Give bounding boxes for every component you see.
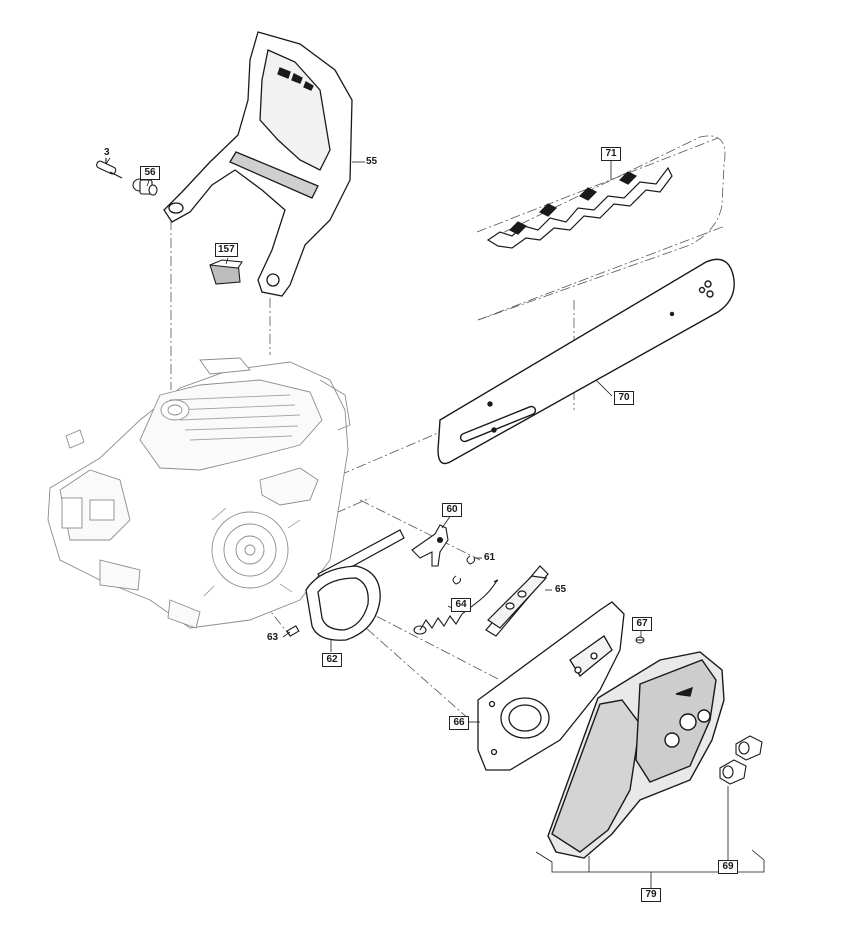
label-part-63: 63 bbox=[267, 632, 279, 643]
chain-path bbox=[477, 135, 726, 321]
clip-small bbox=[452, 575, 461, 585]
label-part-70: 70 bbox=[614, 391, 634, 405]
sprocket-cover bbox=[547, 651, 725, 859]
pin-63 bbox=[286, 625, 300, 637]
handlebar bbox=[163, 31, 353, 297]
saw-chain bbox=[486, 166, 673, 249]
label-part-3: 3 bbox=[104, 147, 110, 158]
sleeve-56 bbox=[132, 178, 158, 196]
label-part-61: 61 bbox=[484, 552, 496, 563]
label-part-66: 66 bbox=[449, 716, 469, 730]
label-part-79: 79 bbox=[641, 888, 661, 902]
label-part-65: 65 bbox=[555, 584, 567, 595]
label-part-71: 71 bbox=[601, 147, 621, 161]
assembly-lines bbox=[170, 137, 726, 721]
cover-frame bbox=[477, 601, 625, 771]
nut-upper bbox=[735, 735, 763, 761]
nut-lower bbox=[719, 759, 747, 785]
label-part-56: 56 bbox=[140, 166, 160, 180]
label-part-69: 69 bbox=[718, 860, 738, 874]
plate-65 bbox=[485, 565, 549, 637]
lever-60 bbox=[411, 524, 449, 567]
screw-67 bbox=[635, 636, 645, 644]
spring-64 bbox=[413, 579, 499, 635]
engine-body bbox=[47, 357, 351, 629]
label-part-55: 55 bbox=[366, 156, 378, 167]
screw-3 bbox=[96, 158, 123, 179]
clip-61 bbox=[466, 555, 475, 565]
label-part-157: 157 bbox=[215, 243, 238, 257]
guide-bar bbox=[437, 258, 735, 465]
label-part-64: 64 bbox=[451, 598, 471, 612]
label-part-60: 60 bbox=[442, 503, 462, 517]
label-part-62: 62 bbox=[322, 653, 342, 667]
leader-lines bbox=[105, 157, 765, 888]
brake-band bbox=[305, 565, 381, 641]
label-part-67: 67 bbox=[632, 617, 652, 631]
